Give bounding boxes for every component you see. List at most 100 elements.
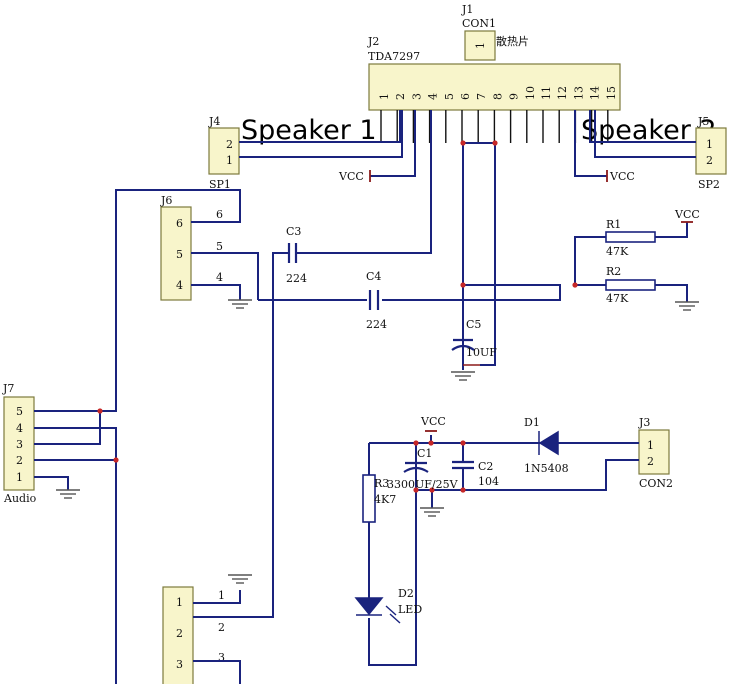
ground-symbol [228, 299, 252, 309]
j5-value: SP2 [698, 178, 720, 191]
speaker-2-label: Speaker 2 [581, 115, 717, 146]
j6-pin-6: 6 [176, 217, 183, 230]
chip-pin-8: 8 [491, 93, 504, 100]
input-connector-j6: J6 6 5 4 6 5 4 [160, 194, 223, 301]
j7-body [3, 396, 35, 491]
c2-ref: C2 [478, 460, 493, 473]
j1-body [464, 30, 496, 61]
c3-value: 224 [286, 272, 307, 285]
j5-pin-2: 2 [706, 154, 713, 167]
j3-body [638, 429, 670, 475]
diode-d1: D1 1N5408 [524, 416, 569, 475]
j6-ref: J6 [160, 194, 172, 207]
bottom-connector: 1 2 3 1 2 3 [162, 586, 225, 684]
vcc-symbol-power: VCC [420, 415, 446, 432]
capacitor-c1: C1 3300UF/25V [387, 447, 459, 491]
svg-text:VCC: VCC [338, 170, 364, 183]
j3-value: CON2 [639, 477, 673, 490]
r3-value: 4K7 [374, 493, 396, 506]
power-connector-j3: J3 1 2 CON2 [638, 416, 673, 490]
heatsink-connector-j1: J1 CON1 1 散热片 [461, 3, 529, 61]
resistor-r2: R2 47K [605, 265, 656, 305]
resistor-r1: R1 47K [605, 218, 656, 258]
chip-pin-4: 4 [427, 93, 440, 100]
c1-ref: C1 [417, 447, 432, 460]
c5-ref: C5 [466, 318, 481, 331]
j6-wire-6: 6 [216, 208, 223, 221]
bottom-wire-1: 1 [218, 589, 225, 602]
j6-pin-4: 4 [176, 279, 183, 292]
j3-pin-1: 1 [647, 439, 654, 452]
j7-value: Audio [3, 492, 37, 505]
vcc-symbol-left: VCC [338, 170, 371, 183]
c5-value: 10UF [466, 346, 497, 359]
bottom-connector-pin-1: 1 [176, 596, 183, 609]
c1-value: 3300UF/25V [387, 478, 459, 491]
speaker-1-label: Speaker 1 [241, 115, 377, 146]
j6-pin-5: 5 [176, 248, 183, 261]
svg-text:VCC: VCC [609, 170, 635, 183]
chip-pin-5: 5 [443, 93, 456, 100]
ground-symbol [228, 574, 252, 584]
bottom-connector-pin-3: 3 [176, 658, 183, 671]
ground-symbols [56, 299, 699, 584]
resistor-r3: R3 4K7 [362, 474, 396, 523]
junction-dots [97, 140, 578, 493]
chip-pin-1: 1 [378, 93, 391, 100]
j1-value: CON1 [462, 17, 496, 30]
bottom-wire-3: 3 [218, 651, 225, 664]
ground-symbol [420, 507, 444, 517]
speaker1-connector-j4: J4 2 1 SP1 [208, 115, 240, 191]
j6-wire-4: 4 [216, 271, 223, 284]
chip-pin-2: 2 [394, 93, 407, 100]
speaker2-connector-j5: J5 1 2 SP2 [695, 115, 727, 191]
capacitor-c4: C4 224 [366, 270, 387, 331]
chip-pin-13: 13 [572, 86, 585, 100]
chip-pin-7: 7 [475, 93, 488, 100]
j1-ref: J1 [461, 3, 473, 16]
vcc-symbol-r1: VCC [674, 208, 700, 223]
r1-value: 47K [606, 245, 629, 258]
ground-symbol [675, 301, 699, 311]
chip-value: TDA7297 [368, 50, 420, 63]
j5-ref: J5 [697, 115, 709, 128]
r2-value: 47K [606, 292, 629, 305]
chip-pin-15: 15 [605, 86, 618, 100]
j4-body [208, 127, 240, 175]
bottom-wire-2: 2 [218, 621, 225, 634]
j7-pin-1: 1 [16, 471, 23, 484]
j1-pin: 1 [474, 42, 487, 49]
j4-pin-1: 1 [226, 154, 233, 167]
bottom-connector-pin-2: 2 [176, 627, 183, 640]
j5-pin-1: 1 [706, 138, 713, 151]
audio-connector-j7: J7 5 4 3 2 1 Audio [2, 382, 37, 505]
j4-value: SP1 [209, 178, 231, 191]
j7-pin-5: 5 [16, 405, 23, 418]
j1-note: 散热片 [496, 34, 529, 48]
j6-wire-5: 5 [216, 240, 223, 253]
j4-ref: J4 [208, 115, 220, 128]
chip-pin-3: 3 [410, 93, 423, 100]
j7-pin-4: 4 [16, 422, 23, 435]
d1-value: 1N5408 [524, 462, 569, 475]
vcc-symbol-right: VCC [606, 170, 635, 183]
j5-body [695, 127, 727, 175]
led-d2: D2 LED [354, 587, 422, 624]
r1-ref: R1 [606, 218, 621, 231]
c2-value: 104 [478, 475, 499, 488]
j7-ref: J7 [2, 382, 14, 395]
chip-body [368, 63, 621, 111]
chip-pin-6: 6 [459, 93, 472, 100]
d2-value: LED [398, 603, 422, 616]
chip-ref: J2 [367, 35, 379, 48]
d2-ref: D2 [398, 587, 414, 600]
chip-pin-12: 12 [556, 86, 569, 100]
svg-text:VCC: VCC [420, 415, 446, 428]
capacitor-c5: C5 10UF [451, 318, 497, 359]
ground-symbol [56, 489, 80, 499]
ground-symbol [451, 371, 475, 381]
bottom-connector-body [162, 586, 194, 684]
